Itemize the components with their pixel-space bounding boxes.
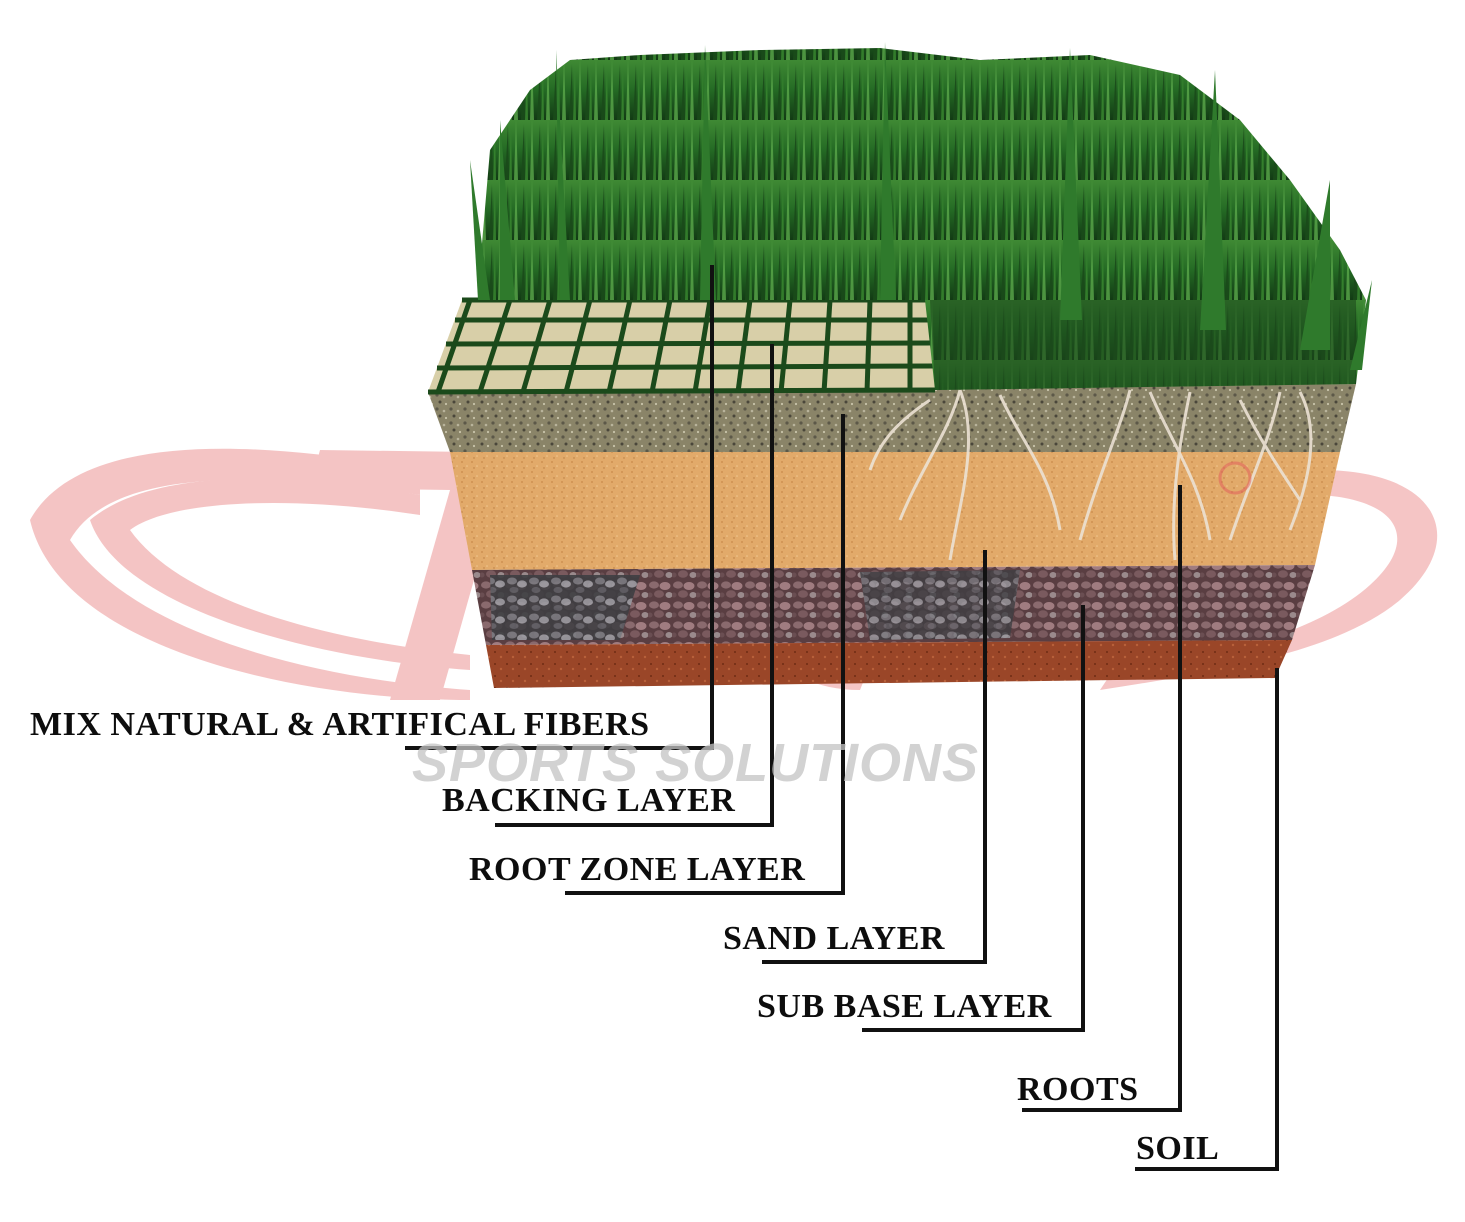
registered-mark-icon — [1218, 461, 1252, 495]
leader-roots — [1022, 485, 1182, 1112]
label-roots: ROOTS — [1017, 1071, 1139, 1108]
label-sand-layer: SAND LAYER — [723, 920, 945, 957]
label-backing-layer: BACKING LAYER — [442, 782, 736, 819]
leader-subbase — [862, 605, 1085, 1032]
leader-sand — [762, 550, 987, 964]
leader-rootzone — [565, 414, 845, 895]
label-root-zone-layer: ROOT ZONE LAYER — [469, 851, 806, 888]
roots-drawing — [868, 389, 1313, 561]
label-soil: SOIL — [1136, 1130, 1220, 1167]
layer-block — [428, 384, 1356, 688]
watermark-subtitle: SPORTS SOLUTIONS — [412, 733, 980, 793]
leader-backing — [495, 344, 774, 827]
turf-top — [427, 42, 1372, 395]
leader-fibers — [405, 265, 714, 750]
leader-soil — [1135, 668, 1279, 1171]
label-mix-natural-artificial-fibers: MIX NATURAL & ARTIFICAL FIBERS — [30, 706, 650, 743]
sand-band — [450, 452, 1340, 570]
root-zone-band — [428, 384, 1356, 452]
soil-band — [486, 640, 1292, 688]
grass-tips — [470, 42, 1372, 370]
leader-lines — [405, 265, 1279, 1171]
label-sub-base-layer: SUB BASE LAYER — [757, 988, 1052, 1025]
